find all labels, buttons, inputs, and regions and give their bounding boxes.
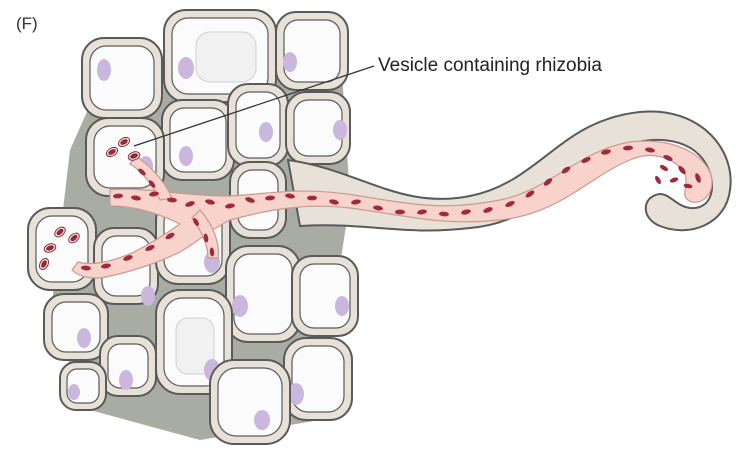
nucleus — [333, 120, 347, 140]
cortex-cell — [228, 84, 288, 166]
cortex-cell — [210, 360, 290, 444]
vesicle-label: Vesicle containing rhizobia — [378, 55, 602, 77]
nucleus — [259, 122, 273, 142]
nucleus — [254, 410, 270, 430]
cortex-cell — [82, 38, 162, 118]
nucleus — [141, 286, 155, 306]
cortex-cell — [162, 100, 234, 180]
cortex-cell — [28, 208, 96, 290]
nucleus — [97, 59, 111, 81]
cortex-cell — [286, 92, 350, 164]
cortex-cell — [100, 336, 156, 396]
nucleus — [119, 370, 133, 390]
nucleus — [77, 328, 91, 348]
nucleus — [232, 295, 248, 317]
cortex-cell — [284, 338, 352, 420]
nucleus — [68, 384, 80, 400]
cortex-cell — [226, 246, 300, 342]
nucleus — [335, 296, 349, 316]
cortex-cell — [292, 256, 358, 336]
cortex-cell — [60, 362, 106, 410]
nucleus — [178, 57, 194, 79]
cortex-cell — [44, 294, 108, 360]
nucleus — [179, 146, 193, 166]
nucleus — [283, 52, 297, 72]
